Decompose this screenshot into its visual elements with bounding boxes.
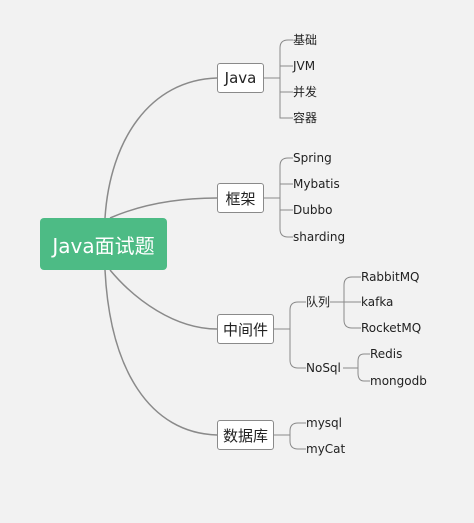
subgroup-nosql[interactable]: NoSql [306, 361, 341, 375]
leaf-framework-1[interactable]: Spring [293, 151, 332, 165]
leaf-framework-4[interactable]: sharding [293, 230, 346, 244]
leaf-database-1[interactable]: mysql [306, 416, 342, 430]
branch-framework[interactable]: 框架 [217, 183, 264, 213]
root-node[interactable]: Java面试题 [40, 218, 167, 270]
link-root-java [104, 77, 218, 219]
link-root-database [104, 269, 218, 436]
leaf-java-3[interactable]: 并发 [293, 85, 318, 99]
link-root-middleware [109, 269, 218, 330]
leaf-java-2[interactable]: JVM [293, 59, 316, 73]
link-root-framework [109, 197, 218, 219]
branch-java[interactable]: Java [217, 63, 264, 93]
branch-middleware[interactable]: 中间件 [217, 314, 274, 344]
leaf-queue-3[interactable]: RocketMQ [361, 321, 422, 335]
subgroup-queue[interactable]: 队列 [306, 295, 331, 309]
leaf-queue-1[interactable]: RabbitMQ [361, 270, 420, 284]
leaf-queue-2[interactable]: kafka [361, 295, 394, 309]
branch-database[interactable]: 数据库 [217, 420, 274, 450]
leaf-java-4[interactable]: 容器 [293, 111, 318, 125]
leaf-nosql-1[interactable]: Redis [370, 347, 403, 361]
leaf-framework-2[interactable]: Mybatis [293, 177, 340, 191]
leaf-nosql-2[interactable]: mongodb [370, 374, 427, 388]
leaf-database-2[interactable]: myCat [306, 442, 346, 456]
leaf-java-1[interactable]: 基础 [293, 33, 318, 47]
leaf-framework-3[interactable]: Dubbo [293, 203, 333, 217]
